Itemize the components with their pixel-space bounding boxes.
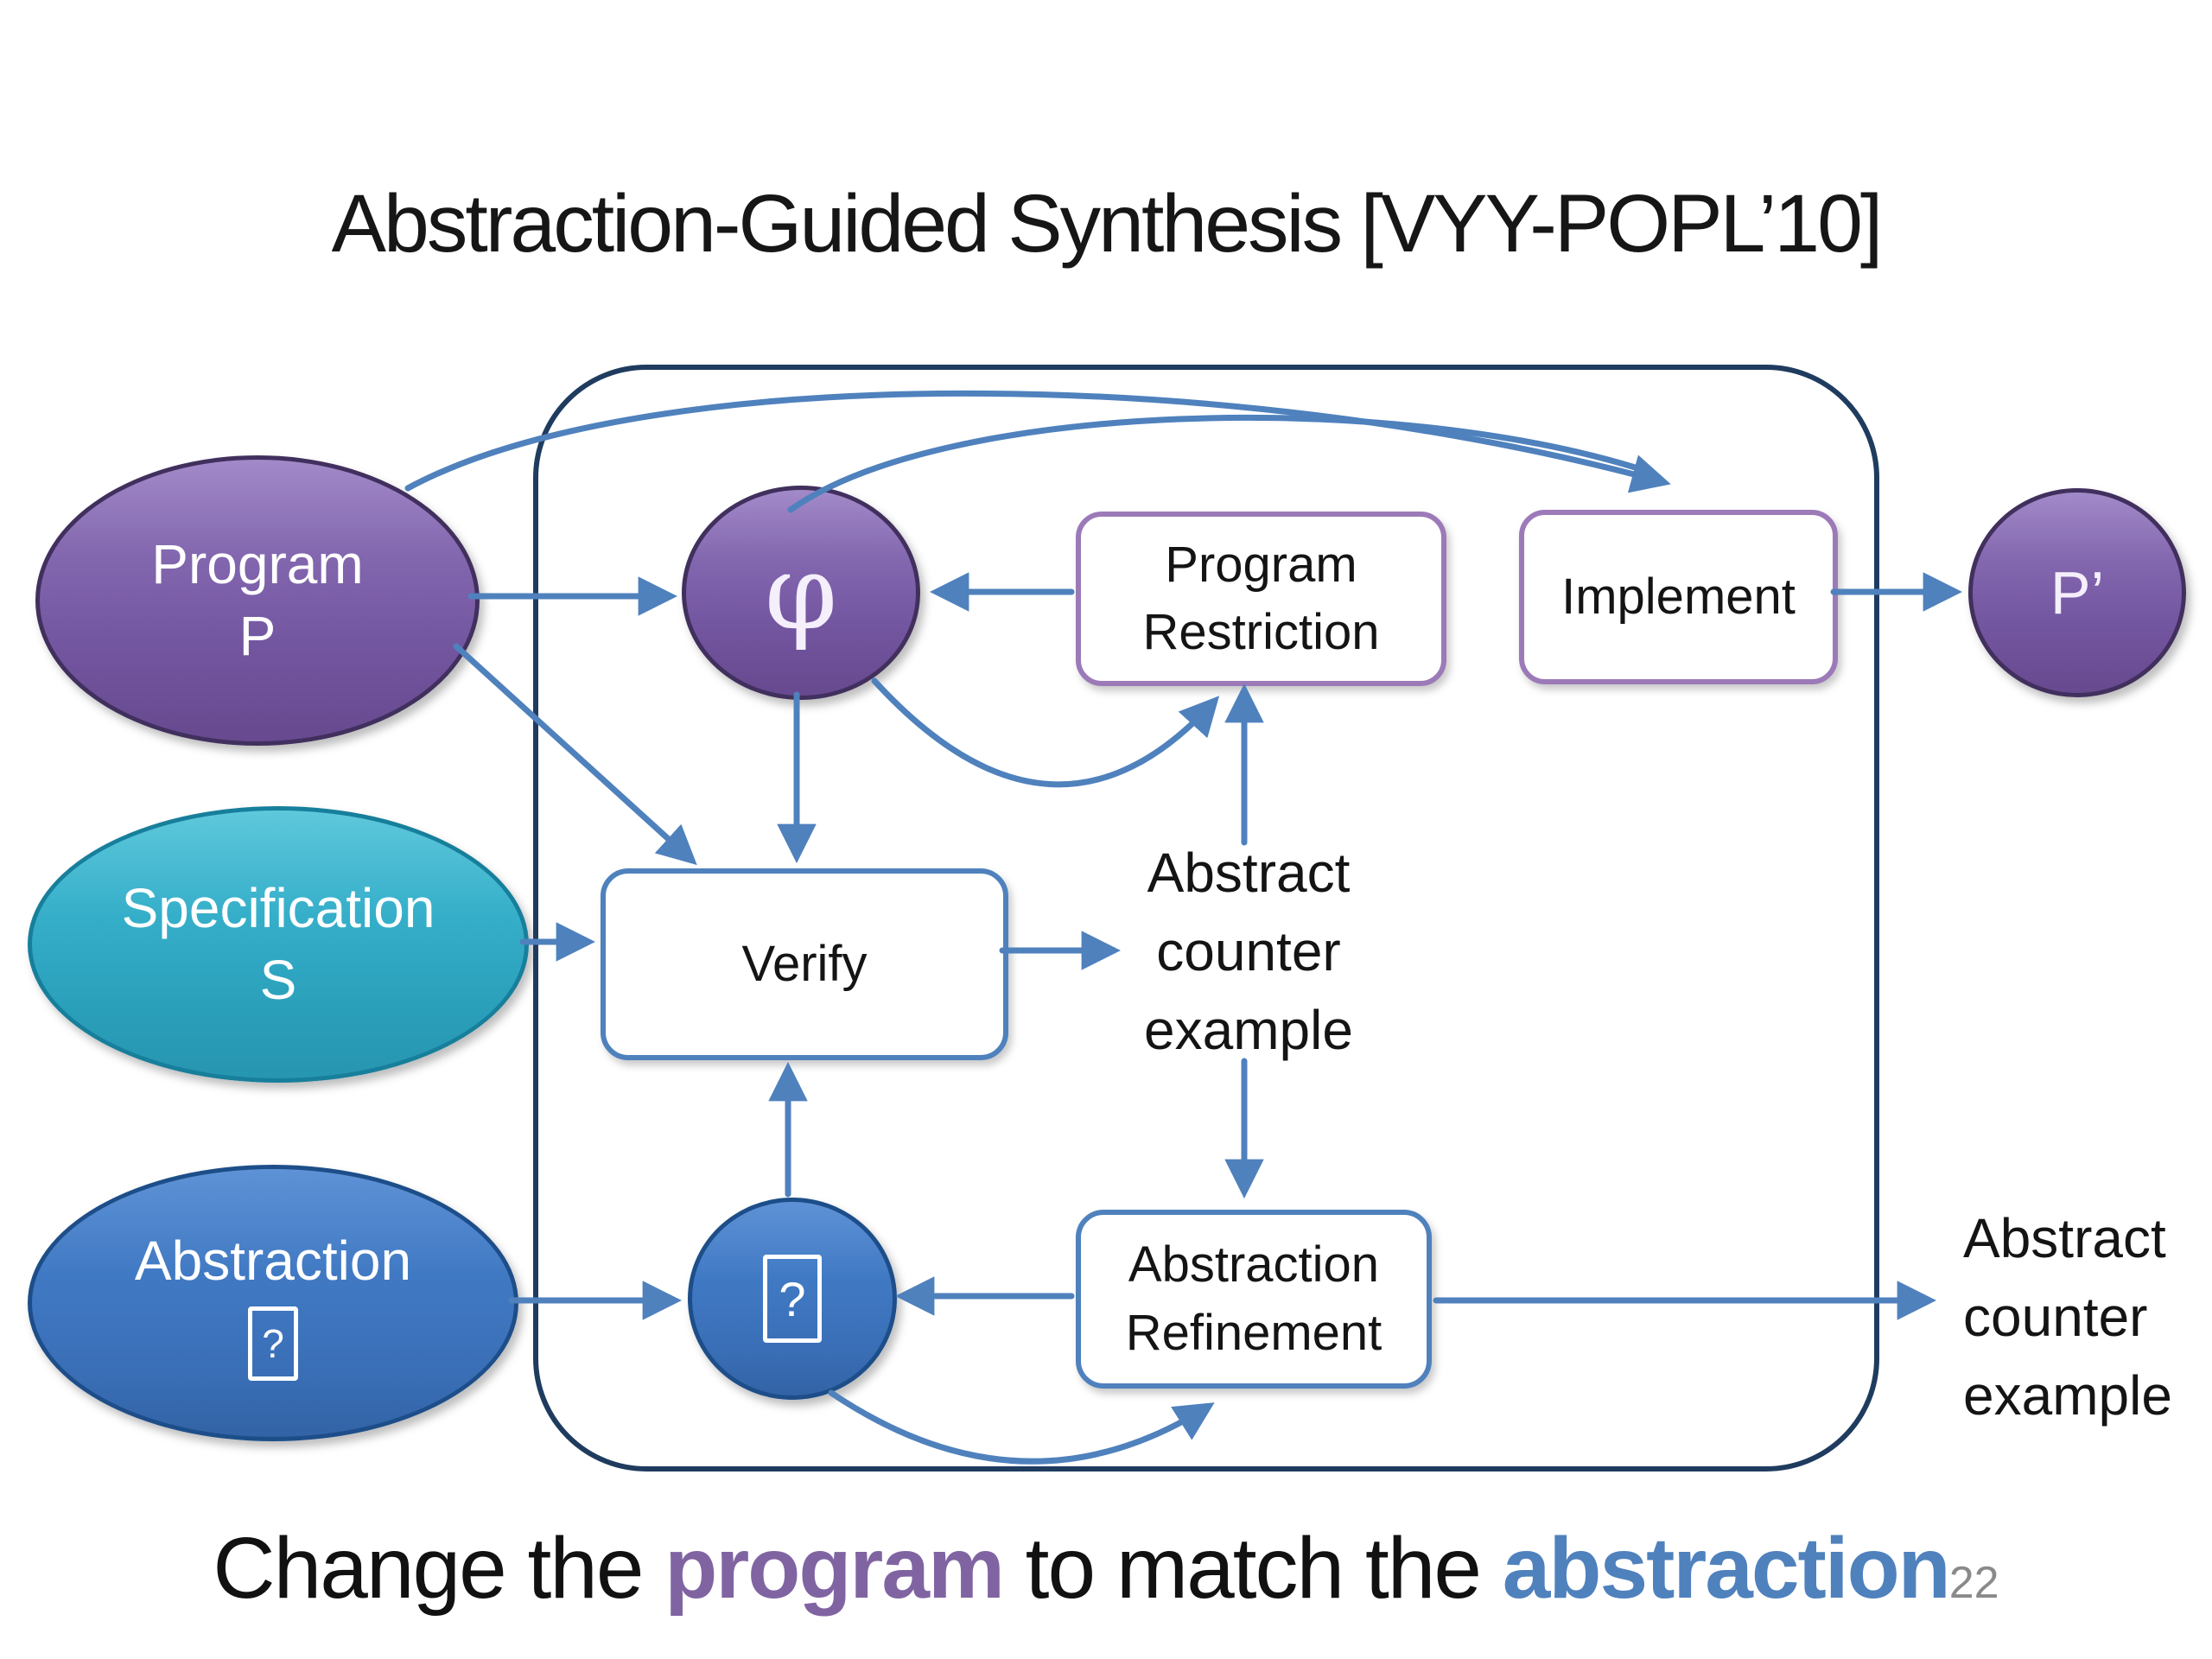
caption-abstraction-word: abstraction — [1502, 1520, 1951, 1617]
arrow-program-to-implement — [404, 390, 1671, 493]
ace-right-line2: counter — [1963, 1285, 2148, 1348]
ace-right-line3: example — [1963, 1363, 2172, 1427]
caption-part2: to match the — [1002, 1520, 1503, 1617]
implement-label: Implement — [1561, 568, 1796, 625]
slide-title: Abstraction-Guided Synthesis [VYY-POPL’1… — [331, 178, 1884, 270]
caption-program-word: program — [664, 1520, 1005, 1617]
abstraction-refinement-box: Abstraction Refinement — [1076, 1210, 1432, 1389]
program-ellipse: Program P — [35, 455, 480, 746]
phi-circle: φ — [682, 486, 920, 700]
program-restriction-label-line2: Restriction — [1142, 604, 1380, 660]
program-restriction-label-line1: Program — [1165, 536, 1357, 593]
arrow-phi-loop-to-restriction — [871, 677, 1220, 788]
program-ellipse-label: Program — [151, 532, 364, 595]
missing-glyph-icon: ? — [763, 1255, 822, 1343]
p-prime-label: P’ — [2050, 559, 2105, 626]
abstraction-refinement-label-line1: Abstraction — [1128, 1236, 1380, 1294]
verify-box: Verify — [601, 868, 1008, 1060]
specification-ellipse-label: Specification — [121, 876, 435, 939]
page-number: 22 — [1948, 1558, 1999, 1608]
synthesis-loop-frame — [533, 365, 1879, 1471]
abstract-counterexample-right: Abstract counter example — [1963, 1199, 2212, 1435]
p-prime-circle: P’ — [1968, 488, 2186, 697]
phi-symbol: φ — [764, 532, 838, 653]
arrow-program-to-verify — [453, 643, 697, 866]
alpha-circle: ? — [688, 1198, 897, 1400]
ace-middle-line1: Abstract — [1147, 842, 1351, 904]
abstraction-ellipse: Abstraction ? — [28, 1165, 518, 1441]
arrow-alpha-loop-to-refinement — [828, 1389, 1215, 1465]
verify-label: Verify — [741, 935, 868, 992]
curve-phi-to-implement — [787, 414, 1649, 513]
program-ellipse-sublabel: P — [238, 605, 276, 667]
missing-glyph-icon: ? — [248, 1306, 298, 1381]
abstract-counterexample-middle: Abstract counter example — [1123, 834, 1374, 1070]
ace-middle-line2: counter — [1156, 919, 1341, 982]
specification-ellipse-sublabel: S — [259, 949, 297, 1011]
abstraction-refinement-label-line2: Refinement — [1125, 1304, 1382, 1361]
implement-box: Implement — [1519, 510, 1838, 684]
ace-middle-line3: example — [1144, 998, 1353, 1061]
ace-right-line1: Abstract — [1963, 1207, 2166, 1269]
caption: Change the program to match the abstract… — [0, 1519, 2212, 1618]
abstraction-ellipse-label: Abstraction — [134, 1230, 412, 1293]
caption-part1: Change the — [213, 1520, 665, 1617]
